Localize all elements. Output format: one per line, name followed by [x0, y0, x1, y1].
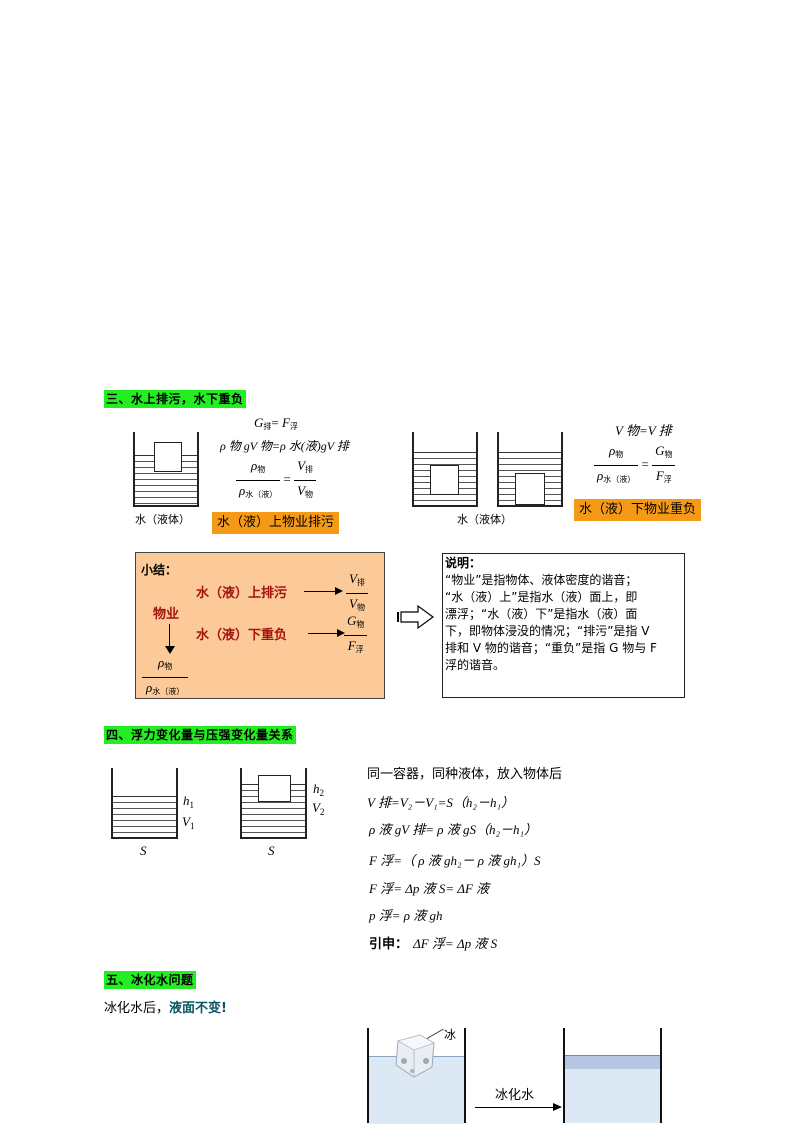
- note-line: “物业”是指物体、液体密度的谐音；: [445, 573, 638, 587]
- float-mnemonic-badge: 水（液）上物业排污: [212, 512, 340, 534]
- formula-line: p 浮= ρ 液 gh: [369, 908, 443, 923]
- beaker-submerged-sunk: [497, 432, 563, 507]
- note-box: 说明： “物业”是指物体、液体密度的谐音； “水（液）上”是指水（液）面上，即 …: [442, 553, 685, 698]
- left-beaker-caption: 水（液体）: [135, 513, 190, 526]
- summary-row-sink: 水（液）下重负: [196, 628, 288, 643]
- label-v1: V1: [182, 814, 195, 831]
- suspended-block: [430, 465, 459, 495]
- summary-wuye: 物业: [153, 607, 180, 622]
- beaker-before: [111, 768, 178, 839]
- section5-heading: 五、冰化水问题: [104, 971, 196, 989]
- beaker-wall: [563, 1028, 565, 1123]
- melt-arrow-label: 冰化水: [495, 1088, 535, 1103]
- right-arrow-line: [308, 633, 338, 634]
- beaker-after: [240, 768, 307, 839]
- section4-heading: 四、浮力变化量与压强变化量关系: [104, 726, 296, 744]
- formula-g-equals-f: G排= F浮: [254, 415, 298, 431]
- beaker-submerged-suspended: [412, 432, 478, 507]
- label-h1: h1: [183, 793, 194, 810]
- down-arrow-line: [169, 624, 170, 646]
- extension-label: 引申：: [369, 937, 409, 952]
- intro-plain: 冰化水后，: [104, 1001, 170, 1016]
- beaker-wall: [464, 1028, 466, 1123]
- water: [565, 1069, 660, 1123]
- down-arrow-icon: [165, 646, 175, 654]
- ice-cube-icon: [395, 1034, 435, 1078]
- right-arrow-icon: [335, 587, 343, 595]
- formula-line: F 浮= Δp 液 S= ΔF 液: [369, 881, 490, 896]
- right-arrow-icon: [337, 629, 345, 637]
- section4-intro: 同一容器，同种液体，放入物体后: [367, 767, 563, 782]
- floating-block: [154, 442, 182, 472]
- note-title: 说明：: [445, 556, 482, 570]
- formula-v-equal: V 物=V 排: [615, 423, 672, 438]
- beaker-wall: [367, 1028, 369, 1123]
- note-line: “水（液）上”是指水（液）面上，即: [445, 590, 638, 604]
- summary-row-float: 水（液）上排污: [196, 586, 288, 601]
- liquid: [242, 784, 305, 837]
- ice-label: 冰: [444, 1028, 457, 1042]
- note-line: 浮的谐音。: [445, 658, 506, 672]
- note-line: 漂浮；“水（液）下”是指水（液）面: [445, 607, 638, 621]
- right-arrow-line: [304, 591, 336, 592]
- note-line: 下，即物体浸没的情况；“排污”是指 V: [445, 624, 650, 638]
- extension-row: 引申： ΔF 浮= Δp 液 S: [369, 933, 497, 952]
- melted-water-layer: [565, 1055, 660, 1070]
- extension-formula: ΔF 浮= Δp 液 S: [413, 936, 498, 951]
- section5-intro: 冰化水后，液面不变!: [104, 997, 227, 1016]
- floating-block: [258, 775, 291, 802]
- formula-line: ρ 液 gV 排= ρ 液 gS（h₂－h₁）: [369, 822, 537, 837]
- sunk-block: [515, 473, 545, 505]
- hollow-right-arrow-icon: [397, 604, 435, 630]
- section3-heading: 三、水上排污，水下重负: [104, 390, 246, 408]
- melt-arrow-icon: [553, 1103, 562, 1111]
- beaker-floating: [133, 432, 199, 507]
- formula-line: V 排=V₂－V₁=S（h₂－h₁）: [367, 795, 514, 810]
- formula-density-balance: ρ 物 gV 物=ρ 水(液)gV 排: [220, 439, 349, 453]
- beaker-wall: [660, 1028, 662, 1123]
- note-line: 排和 V 物的谐音；“重负”是指 G 物与 F: [445, 641, 657, 655]
- intro-emphasis: 液面不变!: [169, 1001, 227, 1016]
- right-beaker-caption: 水（液体）: [457, 513, 512, 526]
- liquid: [414, 452, 476, 505]
- formula-line: F 浮=（ ρ 液 gh₂－ ρ 液 gh₁）S: [369, 853, 541, 868]
- label-s-right: S: [268, 843, 275, 858]
- sink-mnemonic-badge: 水（液）下物业重负: [574, 499, 702, 521]
- label-s-left: S: [140, 843, 147, 858]
- label-v2: V2: [312, 800, 325, 817]
- summary-title: 小结：: [141, 563, 178, 577]
- liquid: [113, 796, 176, 837]
- melt-arrow-line: [475, 1107, 555, 1108]
- label-h2: h2: [313, 781, 324, 798]
